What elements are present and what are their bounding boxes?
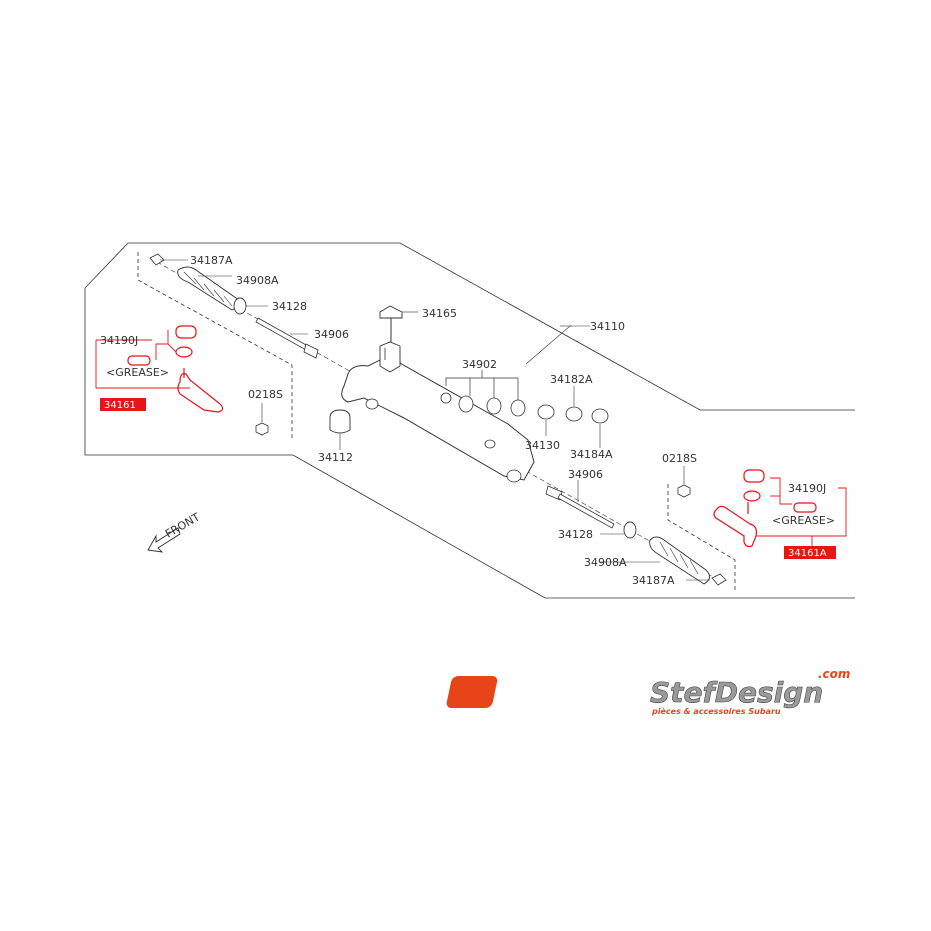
label-34906-left: 34906 bbox=[314, 328, 349, 341]
leader-34110 bbox=[525, 325, 590, 365]
logo-icon bbox=[446, 676, 498, 708]
label-34190J-left: 34190J bbox=[100, 334, 138, 347]
band-34128-right bbox=[600, 521, 637, 539]
highlight-34161-left bbox=[100, 398, 146, 411]
label-34165: 34165 bbox=[422, 307, 457, 320]
label-34906-right: 34906 bbox=[568, 468, 603, 481]
nut-0218S-right bbox=[677, 466, 691, 498]
stefdesign-logo: SJ StefDesign .com pièces & accessoires … bbox=[446, 667, 850, 716]
logo-icon-letters: SJ bbox=[603, 682, 627, 707]
logo-tagline: pièces & accessoires Subaru bbox=[651, 706, 781, 716]
label-34182A: 34182A bbox=[550, 373, 593, 386]
label-34110: 34110 bbox=[590, 320, 625, 333]
band-34128-left bbox=[233, 297, 268, 315]
label-34190J-right: 34190J bbox=[788, 482, 826, 495]
logo-name: StefDesign bbox=[650, 676, 823, 709]
label-34130: 34130 bbox=[525, 439, 560, 452]
bush-34112 bbox=[329, 409, 351, 450]
label-34908A-left: 34908A bbox=[236, 274, 279, 287]
label-34128-left: 34128 bbox=[272, 300, 307, 313]
front-arrow-icon bbox=[147, 527, 181, 553]
label-grease-right: <GREASE> bbox=[772, 514, 835, 527]
assembly-frame bbox=[84, 242, 855, 411]
tie-rod-end-34161A-right bbox=[713, 469, 847, 548]
left-dashed-box bbox=[137, 252, 293, 440]
label-front: FRONT bbox=[163, 510, 202, 540]
label-34902: 34902 bbox=[462, 358, 497, 371]
label-34187A-left: 34187A bbox=[190, 254, 233, 267]
part-34182A bbox=[565, 386, 583, 422]
boot-34908A-left bbox=[177, 266, 239, 311]
part-34184A bbox=[591, 408, 609, 448]
clip-34187A-left bbox=[149, 253, 188, 266]
assembly-frame-bottom bbox=[84, 288, 855, 599]
label-grease-left: <GREASE> bbox=[106, 366, 169, 379]
highlight-34161A-right bbox=[784, 546, 836, 559]
label-0218S-right: 0218S bbox=[662, 452, 697, 465]
right-dashed-box bbox=[667, 484, 736, 590]
part-34130 bbox=[537, 404, 555, 436]
label-34128-right: 34128 bbox=[558, 528, 593, 541]
bracket-34165 bbox=[379, 305, 418, 346]
seal-kit-34902 bbox=[440, 370, 526, 417]
label-34908A-right: 34908A bbox=[584, 556, 627, 569]
logo-domain: .com bbox=[818, 667, 850, 681]
label-34161A-right: 34161A bbox=[788, 548, 827, 559]
label-34161-left: 34161 bbox=[104, 400, 136, 411]
label-0218S-left: 0218S bbox=[248, 388, 283, 401]
nut-0218S-left bbox=[255, 403, 269, 436]
boot-34908A-right bbox=[600, 536, 710, 585]
tie-rod-end-34161-left bbox=[95, 325, 224, 413]
label-34184A: 34184A bbox=[570, 448, 613, 461]
label-34112: 34112 bbox=[318, 451, 353, 464]
steering-gear-box-34110 bbox=[341, 325, 572, 483]
clip-34187A-right bbox=[686, 573, 727, 586]
label-34187A-right: 34187A bbox=[632, 574, 675, 587]
tie-rod-34906-left bbox=[255, 317, 319, 359]
tie-rod-34906-right bbox=[545, 480, 615, 529]
